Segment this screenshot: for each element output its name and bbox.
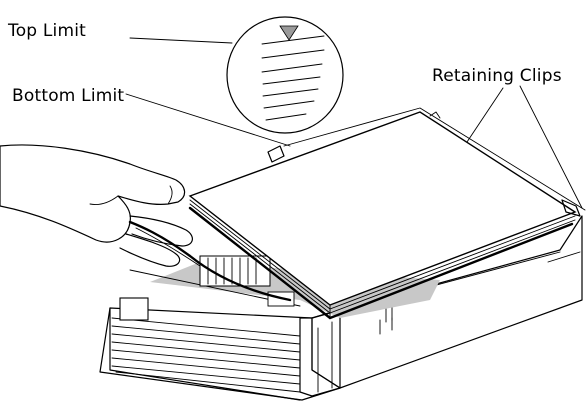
limit-marks-inset [226,16,344,134]
retaining-clip-left [267,145,285,163]
front-ribs [111,317,301,393]
bottom-limit-label: Bottom Limit [12,86,124,106]
bottom-limit-leader [125,93,291,147]
retaining-clip-leader-right [519,85,583,209]
top-limit-triangle-icon [279,25,299,41]
hand-icon [0,144,292,302]
paper-tray [99,215,583,401]
retaining-clips-label: Retaining Clips [432,66,562,86]
top-limit-leader [129,37,233,44]
paper-stack [188,107,586,320]
top-limit-label: Top Limit [7,21,86,41]
handle-slot [119,297,149,321]
retaining-clip-right [561,199,581,217]
inset-circle [226,16,344,134]
